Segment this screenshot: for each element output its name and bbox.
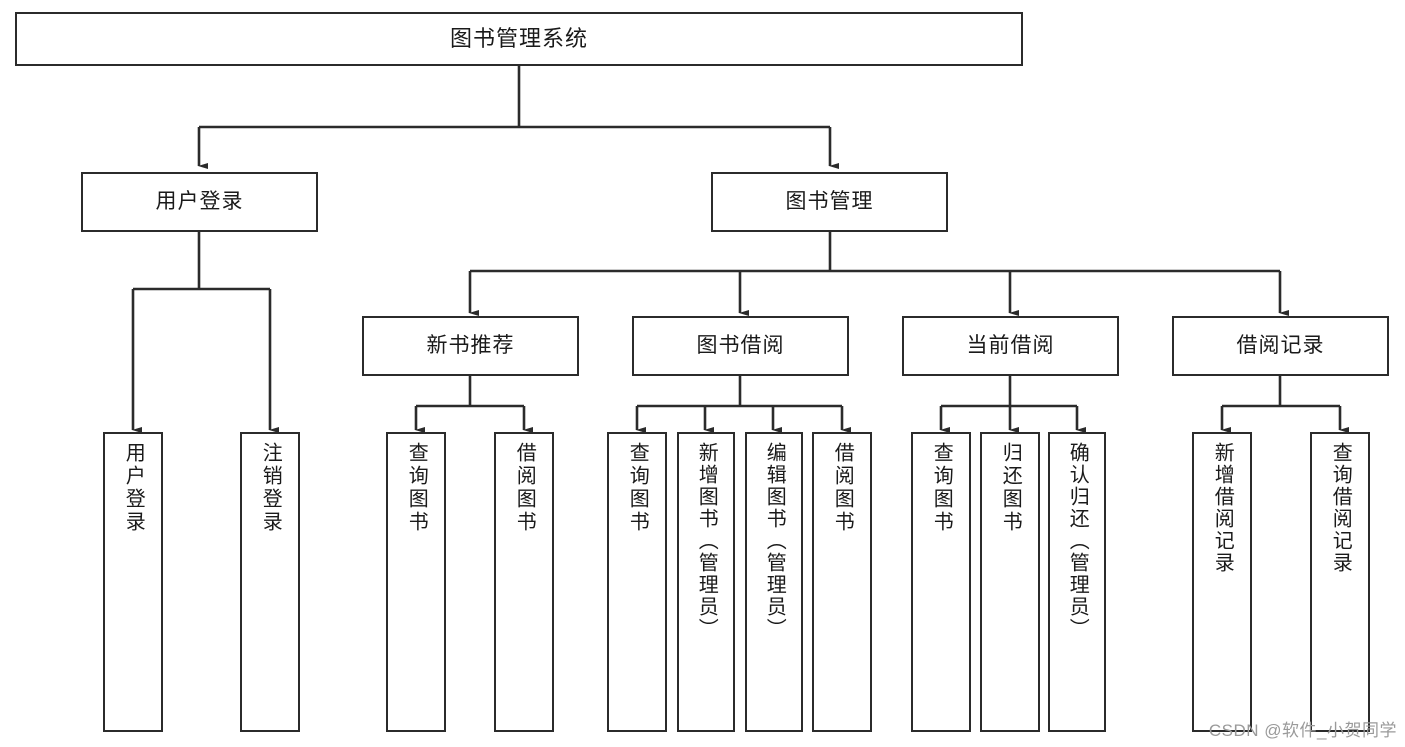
leaf-confirm-return-admin[interactable]: 确认归还（管理员） bbox=[1048, 432, 1106, 732]
leaf-label: 编辑图书（管理员） bbox=[763, 442, 786, 640]
node-label: 借阅记录 bbox=[1236, 334, 1325, 358]
node-current-borrow[interactable]: 当前借阅 bbox=[902, 316, 1119, 376]
leaf-label: 新增借阅记录 bbox=[1211, 442, 1234, 574]
leaf-label: 归还图书 bbox=[999, 442, 1022, 534]
leaf-add-book-admin[interactable]: 新增图书（管理员） bbox=[677, 432, 735, 732]
node-label: 图书借阅 bbox=[696, 334, 785, 358]
leaf-logout[interactable]: 注销登录 bbox=[240, 432, 300, 732]
leaf-label: 查询图书 bbox=[626, 442, 649, 534]
leaf-label: 用户登录 bbox=[122, 442, 145, 534]
leaf-label: 借阅图书 bbox=[513, 442, 536, 534]
leaf-query-book-recommend[interactable]: 查询图书 bbox=[386, 432, 446, 732]
node-borrow-record[interactable]: 借阅记录 bbox=[1172, 316, 1389, 376]
leaf-edit-book-admin[interactable]: 编辑图书（管理员） bbox=[745, 432, 803, 732]
leaf-user-login[interactable]: 用户登录 bbox=[103, 432, 163, 732]
watermark-text: CSDN @软件_小贺同学 bbox=[1208, 721, 1397, 740]
leaf-add-borrow-record[interactable]: 新增借阅记录 bbox=[1192, 432, 1252, 732]
node-user-login[interactable]: 用户登录 bbox=[81, 172, 318, 232]
leaf-return-book[interactable]: 归还图书 bbox=[980, 432, 1040, 732]
node-root-system[interactable]: 图书管理系统 bbox=[15, 12, 1023, 66]
leaf-label: 查询图书 bbox=[930, 442, 953, 534]
leaf-label: 借阅图书 bbox=[831, 442, 854, 534]
leaf-label: 注销登录 bbox=[259, 442, 282, 534]
leaf-query-book-borrow[interactable]: 查询图书 bbox=[607, 432, 667, 732]
leaf-query-book-current[interactable]: 查询图书 bbox=[911, 432, 971, 732]
leaf-label: 确认归还（管理员） bbox=[1066, 442, 1089, 640]
node-label: 图书管理系统 bbox=[449, 25, 588, 51]
leaf-borrow-book-recommend[interactable]: 借阅图书 bbox=[494, 432, 554, 732]
leaf-borrow-book[interactable]: 借阅图书 bbox=[812, 432, 872, 732]
node-label: 用户登录 bbox=[155, 190, 244, 214]
leaf-query-borrow-record[interactable]: 查询借阅记录 bbox=[1310, 432, 1370, 732]
node-label: 图书管理 bbox=[785, 190, 874, 214]
node-new-book-recommendation[interactable]: 新书推荐 bbox=[362, 316, 579, 376]
node-label: 当前借阅 bbox=[966, 334, 1055, 358]
leaf-label: 新增图书（管理员） bbox=[695, 442, 718, 640]
node-book-management[interactable]: 图书管理 bbox=[711, 172, 948, 232]
leaf-label: 查询图书 bbox=[405, 442, 428, 534]
node-book-borrow[interactable]: 图书借阅 bbox=[632, 316, 849, 376]
node-label: 新书推荐 bbox=[426, 334, 515, 358]
leaf-label: 查询借阅记录 bbox=[1329, 442, 1352, 574]
